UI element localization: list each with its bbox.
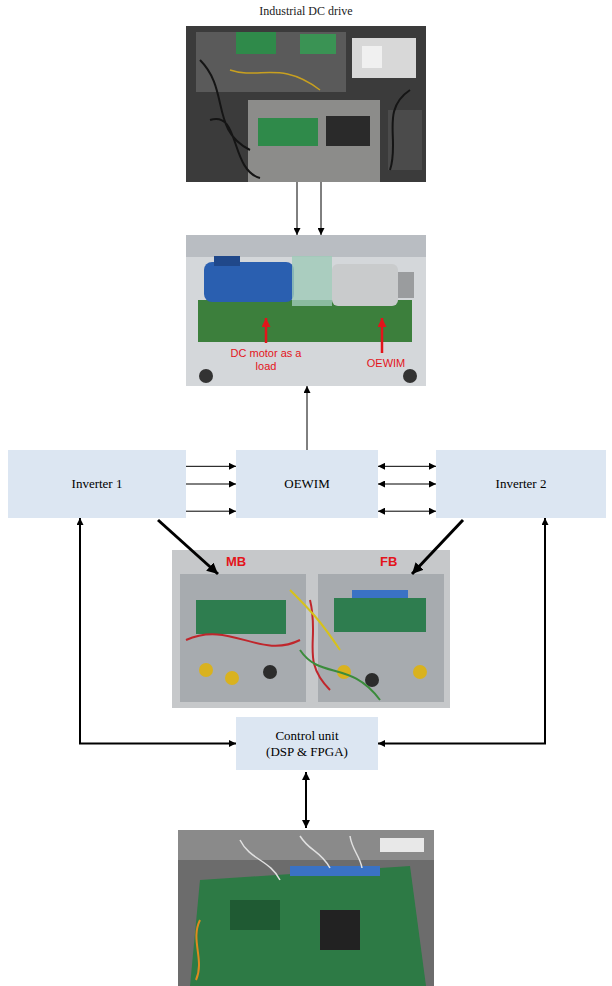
terminal-box bbox=[362, 46, 382, 68]
cable bbox=[240, 836, 362, 880]
capacitor bbox=[199, 663, 213, 677]
bench-base bbox=[198, 300, 412, 342]
process-box: Inverter 2 bbox=[436, 450, 606, 518]
photo-ground bbox=[186, 26, 426, 182]
control-board-photo bbox=[178, 830, 434, 986]
part-label: OEWIM bbox=[356, 357, 416, 370]
chip bbox=[230, 900, 280, 930]
process-box: OEWIM bbox=[236, 450, 378, 518]
pointer-arrow bbox=[265, 318, 268, 343]
part-label: FB bbox=[380, 554, 397, 570]
dc-motor bbox=[204, 262, 294, 302]
connector-arrow bbox=[378, 511, 436, 512]
connector-arrow bbox=[158, 520, 218, 574]
wheel bbox=[403, 369, 417, 383]
part-label: DC motor as a load bbox=[230, 347, 302, 372]
induction-motor bbox=[332, 264, 398, 306]
connector bbox=[290, 866, 380, 876]
inverter-photo bbox=[172, 550, 450, 708]
heatsink bbox=[318, 574, 444, 702]
connector-arrow bbox=[186, 466, 236, 467]
capacitor bbox=[263, 665, 277, 679]
cable bbox=[186, 600, 330, 690]
circuit-board bbox=[190, 866, 426, 986]
circuit-board bbox=[334, 598, 426, 632]
cabinet-panel bbox=[196, 32, 346, 92]
connector-arrow bbox=[378, 466, 436, 467]
connector-arrow bbox=[186, 511, 236, 512]
connector-arrow bbox=[321, 182, 322, 235]
cable bbox=[290, 590, 340, 650]
cable bbox=[196, 920, 200, 980]
connector-arrow bbox=[378, 518, 545, 744]
circuit-board bbox=[258, 118, 318, 146]
process-box: Control unit (DSP & FPGA) bbox=[236, 717, 378, 770]
part-label: MB bbox=[226, 554, 246, 570]
cable bbox=[230, 70, 320, 90]
sticker bbox=[380, 838, 424, 852]
node-label: Inverter 1 bbox=[72, 476, 123, 492]
figure-heading: Industrial DC drive bbox=[186, 4, 426, 18]
connector-arrow bbox=[412, 520, 463, 574]
node-label: Inverter 2 bbox=[496, 476, 547, 492]
bench bbox=[178, 830, 434, 860]
photo-ground bbox=[172, 550, 450, 708]
link-arrow bbox=[305, 772, 307, 828]
capacitor bbox=[413, 665, 427, 679]
circuit-board bbox=[300, 34, 336, 54]
connector-arrow bbox=[307, 386, 308, 450]
wall bbox=[186, 235, 426, 257]
wheel bbox=[199, 369, 213, 383]
connector-arrow bbox=[297, 182, 298, 235]
motor-bench-photo bbox=[186, 235, 426, 386]
induction-motor bbox=[398, 272, 414, 298]
connector bbox=[352, 590, 408, 598]
drive-display bbox=[326, 116, 370, 146]
photo-panel: Industrial DC drive bbox=[186, 4, 426, 182]
process-box: Inverter 1 bbox=[8, 450, 186, 518]
circuit-board bbox=[196, 600, 286, 634]
circuit-board bbox=[236, 32, 276, 54]
heatsink bbox=[180, 574, 306, 702]
connector-arrow bbox=[378, 484, 436, 485]
cable bbox=[300, 650, 380, 700]
photo-panel: MB FB bbox=[172, 550, 450, 708]
drive-unit bbox=[248, 100, 380, 182]
dc-motor bbox=[214, 256, 240, 266]
connector-arrow bbox=[186, 484, 236, 485]
pointer-arrow bbox=[381, 318, 384, 353]
drive-photo bbox=[186, 26, 426, 182]
photo-ground bbox=[186, 235, 426, 386]
cable bbox=[200, 60, 410, 178]
photo-panel: DC motor as a load OEWIM bbox=[186, 235, 426, 386]
capacitor bbox=[225, 671, 239, 685]
connector-arrow bbox=[80, 518, 236, 744]
photo-ground bbox=[178, 830, 434, 986]
box-label: Control unit (DSP & FPGA) bbox=[262, 728, 352, 759]
chip bbox=[320, 910, 360, 950]
terminal-box bbox=[352, 38, 416, 78]
coupling-guard bbox=[292, 256, 332, 306]
node-label: OEWIM bbox=[284, 476, 330, 492]
